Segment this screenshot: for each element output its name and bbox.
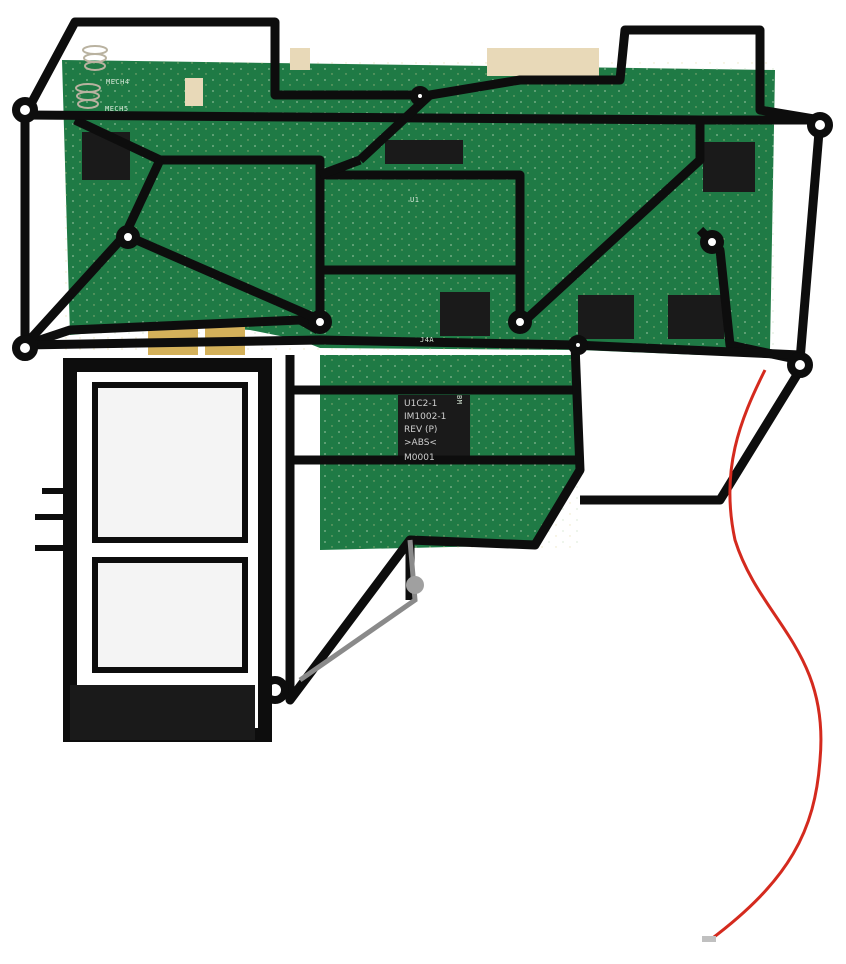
springs — [75, 45, 108, 109]
chip-line-3: REV (P) — [404, 425, 438, 435]
frame-mount-holes — [12, 86, 833, 704]
chip-line-4: >ABS< — [404, 438, 437, 448]
wire-terminal — [702, 936, 716, 942]
small-header-2 — [185, 78, 203, 106]
metal-arm — [298, 539, 418, 683]
silk-j4a: J4A — [420, 336, 435, 344]
chip-line-2: IM1002-1 — [404, 412, 447, 422]
chip-line-1: U1C2-1 — [404, 399, 438, 409]
silk-u1: U1 — [410, 196, 420, 204]
chip-line-5: M0001 — [404, 453, 435, 463]
module-chip-marking: U1C2-1 IM1002-1 REV (P) >ABS< — [404, 398, 446, 450]
small-header — [290, 48, 310, 70]
red-wire — [709, 369, 823, 942]
silk-mech5: MECH5 — [105, 105, 129, 113]
battery-bracket — [35, 358, 272, 742]
header-connector — [487, 48, 599, 76]
silk-mech4: MECH4 — [106, 78, 130, 86]
metal-arm-eyelet — [406, 576, 424, 594]
module-side-marking: BM — [455, 395, 463, 405]
